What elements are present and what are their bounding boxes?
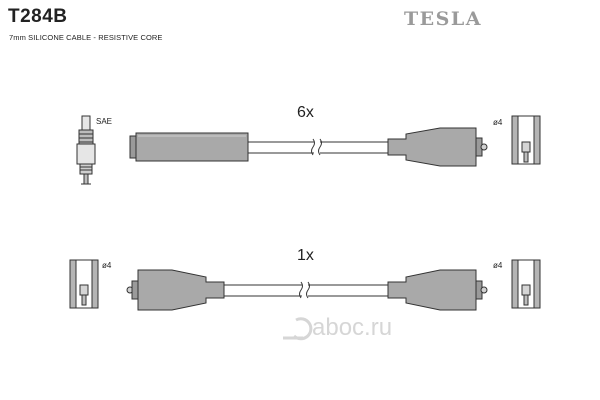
plug-boot-straight [129,132,249,162]
cable-wire [224,281,388,299]
cable-wire [248,138,388,156]
coil-boot [387,127,488,167]
terminal-section-icon [511,115,541,165]
plug-type-label: SAE [96,117,113,126]
cable-1x [69,259,541,311]
diameter-label: ø4 [102,261,112,270]
quantity-label: 1x [297,247,314,264]
terminal-section-icon [69,259,99,309]
part-number: T284B [8,6,68,27]
coil-boot [387,269,488,311]
brand-logo: TESLA [404,8,482,30]
coil-boot [126,269,225,311]
cable-6x [76,115,541,185]
watermark-logo-icon [283,317,313,341]
diameter-label: ø4 [493,118,503,127]
cable-description: 7mm SILICONE CABLE - RESISTIVE CORE [9,33,163,42]
watermark-text: aboc.ru [312,314,393,341]
quantity-label: 6x [297,104,314,121]
terminal-section-icon [511,259,541,309]
diameter-label: ø4 [493,261,503,270]
spark-plug-icon [76,115,96,185]
